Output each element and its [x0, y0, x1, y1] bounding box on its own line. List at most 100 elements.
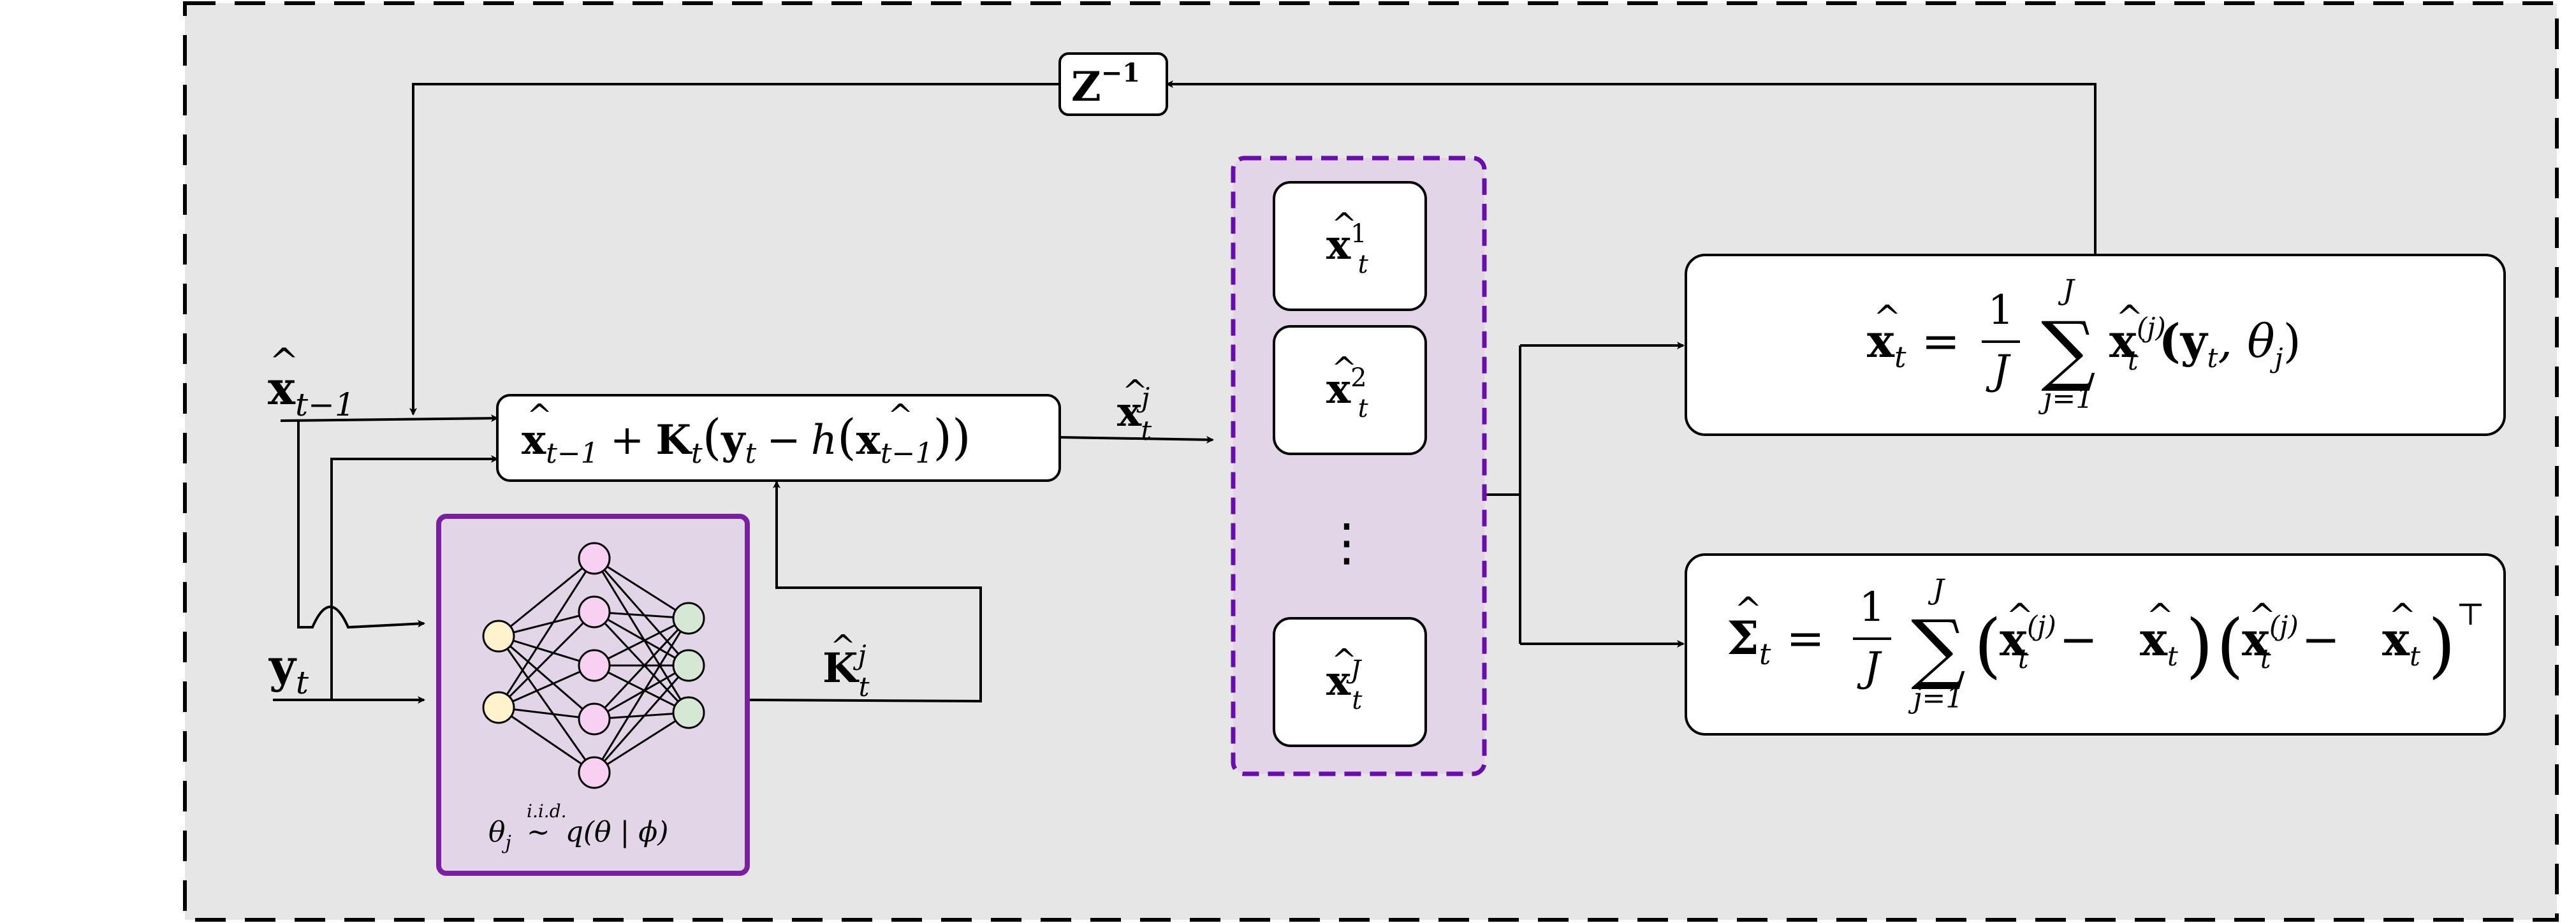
update-paren-open-2: (	[837, 409, 856, 465]
nn-edge	[594, 664, 689, 720]
update-state: x	[522, 416, 546, 464]
cov-term-2-sup: (j)	[2269, 610, 2299, 641]
nn-edge	[593, 558, 690, 666]
nn-edge	[593, 558, 690, 713]
svg-text:x(j)t−: x(j)t−	[2000, 610, 2098, 674]
nn-output-node-2	[672, 649, 705, 682]
estimate-symbol: x	[1117, 388, 1142, 436]
mean-args-close: )	[2283, 314, 2301, 368]
cov-transpose: ⊤	[2456, 597, 2485, 632]
mean-term-sub: t	[2128, 345, 2139, 376]
cov-term-1-sup: (j)	[2027, 610, 2056, 641]
nn-edge	[594, 611, 689, 667]
svg-text:x2t: x2t	[1326, 363, 1369, 423]
cov-box	[1685, 553, 2506, 736]
cov-mean-1: x	[2140, 612, 2168, 666]
cov-term-2-sub: t	[2260, 643, 2271, 674]
cov-frac-num: 1	[1859, 584, 1885, 631]
svg-text:xt=: xt=	[1867, 314, 1960, 374]
cov-term-1: x	[2000, 612, 2028, 666]
nn-hidden-node-2	[578, 595, 611, 629]
update-obs: y	[721, 416, 746, 464]
feedback-up-line	[1166, 80, 2097, 255]
update-paren-close: ))	[933, 409, 970, 465]
mean-term-sup: (j)	[2137, 312, 2166, 343]
nn-edge	[498, 635, 595, 720]
update-paren-open: (	[703, 409, 722, 465]
ensemble-member-2-sup: 2	[1350, 363, 1366, 393]
cov-term-2: x	[2242, 612, 2270, 666]
nn-output-node-1	[672, 602, 705, 635]
update-state-2: x	[856, 416, 881, 464]
gain-symbol: K	[823, 644, 860, 692]
update-block: ^ ^ xt−1+Kt(yt−h(xt−1))	[496, 394, 1061, 482]
gain-hat: ^	[830, 629, 856, 664]
mean-args: (y	[2159, 314, 2209, 368]
nn-edge	[593, 618, 690, 773]
ensemble-member-j-hat: ^	[1331, 643, 1357, 678]
update-state-sub: t−1	[546, 437, 599, 470]
nn-hidden-node-1	[578, 542, 611, 575]
svg-text:Kjt: Kjt	[823, 639, 870, 702]
nn-edge	[498, 611, 595, 637]
nn-edge	[593, 665, 690, 773]
nn-edge	[497, 558, 596, 708]
cov-term-2-hat: ^	[2248, 597, 2276, 636]
ensemble-member-2-sub: t	[1358, 394, 1369, 423]
mean-term: x	[2109, 314, 2137, 368]
nn-input-node-2	[482, 691, 515, 724]
svg-text:xt: xt	[2382, 612, 2420, 672]
cov-mean-2-sub: t	[2410, 641, 2420, 672]
observation-subscript: t	[296, 664, 309, 701]
observation-label: yt	[268, 639, 309, 701]
nn-nodes	[482, 542, 705, 789]
nn-edge	[593, 611, 690, 714]
nn-edges	[497, 557, 690, 774]
ensemble-member-1-box	[1273, 181, 1427, 311]
svg-text:xt−1: xt−1	[268, 361, 355, 423]
svg-text:θj∼q(θ | ϕ): θj∼q(θ | ϕ)	[488, 816, 668, 854]
cov-close-2: )	[2428, 604, 2455, 686]
nn-edge	[498, 664, 595, 709]
nn-caption-theta: θ	[488, 816, 506, 848]
mean-lhs: x	[1867, 314, 1895, 368]
cov-mean-2-hat: ^	[2389, 597, 2417, 636]
mean-equals: =	[1921, 314, 1959, 368]
nn-edge	[498, 706, 595, 774]
svg-text:xt: xt	[2140, 612, 2178, 672]
estimate-sub: t	[1141, 415, 1152, 446]
cov-minus-1: −	[2060, 613, 2098, 666]
prev-state-to-nn-line	[297, 421, 425, 629]
cov-mean-2: x	[2382, 612, 2410, 666]
nn-caption-rest: q(θ | ϕ)	[566, 816, 669, 848]
ensemble-member-1-hat: ^	[1331, 207, 1357, 242]
cov-term-1-sub: t	[2018, 643, 2029, 674]
update-hat-2: ^	[888, 398, 913, 433]
cov-lhs-sub: t	[1759, 637, 1771, 671]
nn-edge	[498, 635, 595, 667]
mean-lhs-hat: ^	[1873, 299, 1901, 337]
nn-output-node-3	[672, 696, 705, 729]
nn-input-node-1	[482, 620, 515, 653]
mean-frac-num: 1	[1988, 287, 2014, 334]
cov-lhs-hat: ^	[1734, 591, 1762, 629]
update-gain-sub: t	[691, 437, 703, 470]
ensemble-member-2-box	[1273, 325, 1427, 455]
cov-sum-bottom: j=1	[1908, 682, 1964, 715]
nn-hidden-node-4	[578, 702, 611, 736]
nn-edge	[497, 611, 596, 709]
delay-exponent: −1	[1101, 58, 1140, 88]
svg-text:x1t: x1t	[1326, 219, 1369, 279]
svg-text:yt: yt	[268, 639, 309, 701]
prev-state-line	[280, 414, 499, 423]
ensemble-member-2-symbol: x	[1326, 365, 1351, 413]
cov-open-2: (	[2216, 604, 2244, 686]
update-box	[496, 394, 1061, 482]
update-state-2-sub: t−1	[881, 437, 933, 470]
mean-sum-symbol: ∑	[2041, 306, 2096, 395]
cov-mean-1-hat: ^	[2146, 597, 2174, 636]
prev-state-subscript: t−1	[295, 386, 355, 423]
